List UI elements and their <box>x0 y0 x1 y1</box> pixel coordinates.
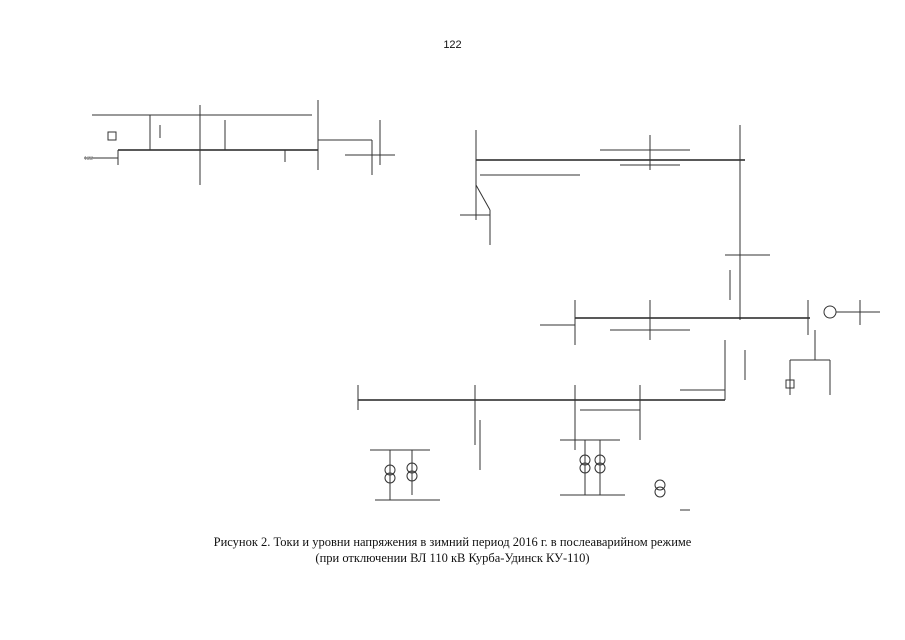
figure-caption-line-2: (при отключении ВЛ 110 кВ Курба-Удинск К… <box>315 551 590 565</box>
figure-caption-line-1: Рисунок 2. Токи и уровни напряжения в зи… <box>213 535 692 549</box>
diagram-group-top-right <box>460 125 745 245</box>
diagram-group-top-left: 122 <box>84 100 395 185</box>
label-122: 122 <box>84 156 93 162</box>
diagram-group-middle-right <box>540 300 880 400</box>
diagram-group-bottom <box>357 385 725 511</box>
page-number: 122 <box>443 39 462 51</box>
diagram-link-middle <box>725 205 770 320</box>
